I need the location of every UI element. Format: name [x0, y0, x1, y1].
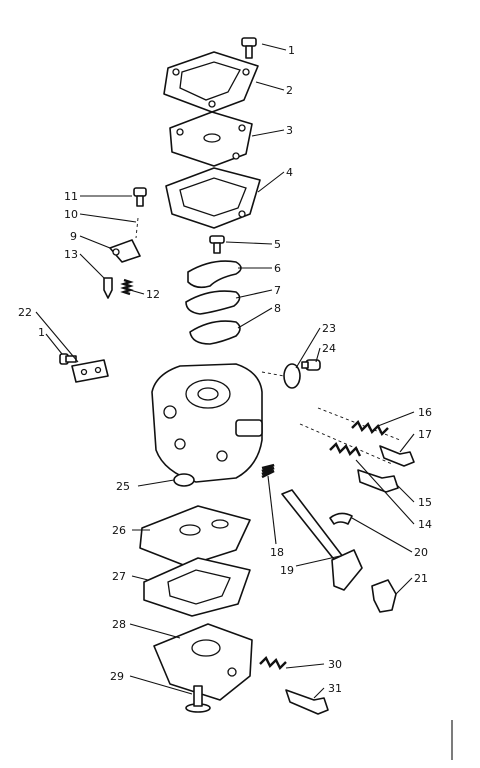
callout-15: 15: [418, 496, 432, 509]
callout-labels: 1 2 3 4 5 6 7 8 11 10 9 13 12 22 1 23 24…: [18, 44, 432, 695]
part-17-idle-needle: [379, 445, 415, 467]
callout-16: 16: [418, 406, 432, 419]
callout-4: 4: [286, 166, 293, 179]
callout-1-second: 1: [38, 326, 45, 339]
part-9-lever-arm: [109, 239, 141, 263]
part-4-gasket: [165, 167, 261, 229]
callout-6: 6: [274, 262, 281, 275]
part-21-knob: [371, 579, 397, 613]
part-27-plate: [143, 557, 251, 617]
callout-24: 24: [322, 342, 336, 355]
part-7-lever: [185, 290, 241, 315]
part-13-needle: [103, 277, 113, 299]
part-15-mixture-needle: [357, 469, 399, 493]
callout-20: 20: [414, 546, 428, 559]
callout-1: 1: [288, 44, 295, 57]
callout-27: 27: [112, 570, 126, 583]
callout-28: 28: [112, 618, 126, 631]
part-25-plug: [173, 473, 195, 487]
callout-22: 22: [18, 306, 32, 319]
callout-21: 21: [414, 572, 428, 585]
callout-23: 23: [322, 322, 336, 335]
part-11-pin: [133, 187, 147, 207]
callout-17: 17: [418, 428, 432, 441]
part-31-needle: [285, 689, 329, 715]
part-8-lever: [189, 320, 241, 345]
part-18-spring: [261, 463, 275, 479]
part-10-clip: [135, 217, 139, 239]
callout-12: 12: [146, 288, 160, 301]
callout-14: 14: [418, 518, 432, 531]
part-12-spring: [120, 278, 134, 296]
part-2-cover-plate: [163, 51, 259, 113]
part-28-pump-body: [153, 623, 253, 701]
part-24-screw: [301, 359, 321, 371]
part-3-diaphragm: [169, 111, 253, 167]
part-1-screw-small: [59, 353, 77, 365]
callout-29: 29: [110, 670, 124, 683]
callout-18: 18: [270, 546, 284, 559]
callout-7: 7: [274, 284, 281, 297]
part-26-gasket: [139, 505, 251, 567]
carburetor-body: [151, 363, 263, 483]
part-6-lever: [187, 260, 242, 289]
callout-3: 3: [286, 124, 293, 137]
part-20-clip: [329, 512, 353, 525]
part-30-spring: [259, 655, 287, 671]
part-5-screw: [209, 235, 225, 254]
part-14-spring: [329, 441, 362, 457]
callout-31: 31: [328, 682, 342, 695]
callout-13: 13: [64, 248, 78, 261]
callout-30: 30: [328, 658, 342, 671]
callout-11: 11: [64, 190, 78, 203]
part-1-screw: [241, 37, 257, 59]
callout-19: 19: [280, 564, 294, 577]
callout-8: 8: [274, 302, 281, 315]
part-23-washer: [261, 363, 301, 389]
callout-2: 2: [286, 84, 293, 97]
callout-26: 26: [112, 524, 126, 537]
callout-10: 10: [64, 208, 78, 221]
callout-25: 25: [116, 480, 130, 493]
part-22-bracket: [71, 359, 109, 383]
part-19-throttle-shaft: [281, 489, 363, 591]
callout-9: 9: [70, 230, 77, 243]
leader-lines: [35, 43, 415, 699]
callout-5: 5: [274, 238, 281, 251]
part-29-screw: [185, 685, 211, 713]
